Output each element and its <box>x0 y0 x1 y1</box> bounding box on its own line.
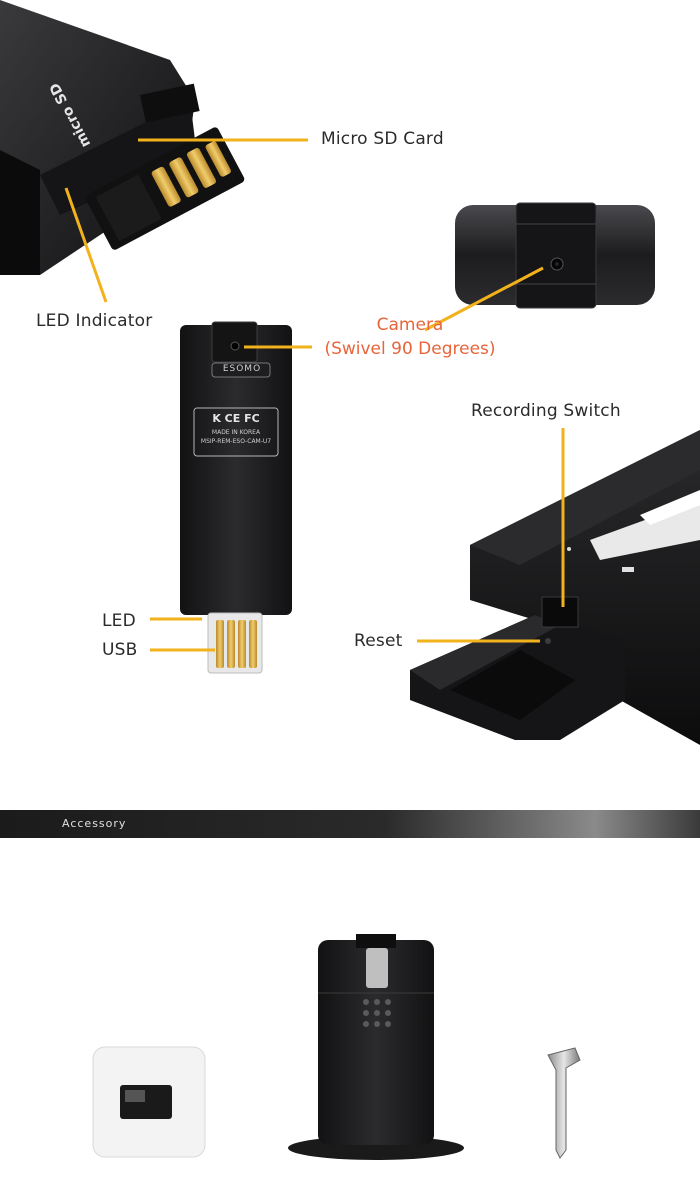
leader-lines <box>64 138 565 652</box>
accessory-stand <box>288 934 464 1160</box>
label-recording-switch: Recording Switch <box>471 401 621 421</box>
label-led: LED <box>102 611 136 631</box>
device-top-left <box>0 0 245 275</box>
accessory-section-title: Accessory <box>62 817 127 830</box>
label-usb: USB <box>102 640 138 660</box>
label-camera-line1: Camera <box>376 315 444 335</box>
device-brand: ESOMO <box>222 364 262 374</box>
device-front-vertical <box>180 321 292 674</box>
accessory-sd-case <box>92 1046 206 1158</box>
camera-module <box>455 202 655 309</box>
device-certs: K CE FC <box>212 412 260 425</box>
device-made-in: MADE IN KOREA <box>211 429 261 436</box>
leader-led-indicator <box>64 187 108 303</box>
label-camera: Camera (Swivel 90 Degrees) <box>313 313 507 361</box>
micro-sd-card <box>85 127 245 250</box>
label-led-indicator: LED Indicator <box>36 311 153 331</box>
label-micro-sd-card: Micro SD Card <box>321 129 444 149</box>
device-model: MSIP-REM-ESO-CAM-U7 <box>200 438 272 445</box>
label-reset: Reset <box>354 631 403 651</box>
device-side-view <box>410 430 700 745</box>
accessory-belt-clip <box>547 1047 581 1159</box>
leader-camera-module <box>424 266 544 332</box>
label-camera-line2: (Swivel 90 Degrees) <box>324 339 496 359</box>
accessory-section-bar: Accessory <box>0 810 700 838</box>
